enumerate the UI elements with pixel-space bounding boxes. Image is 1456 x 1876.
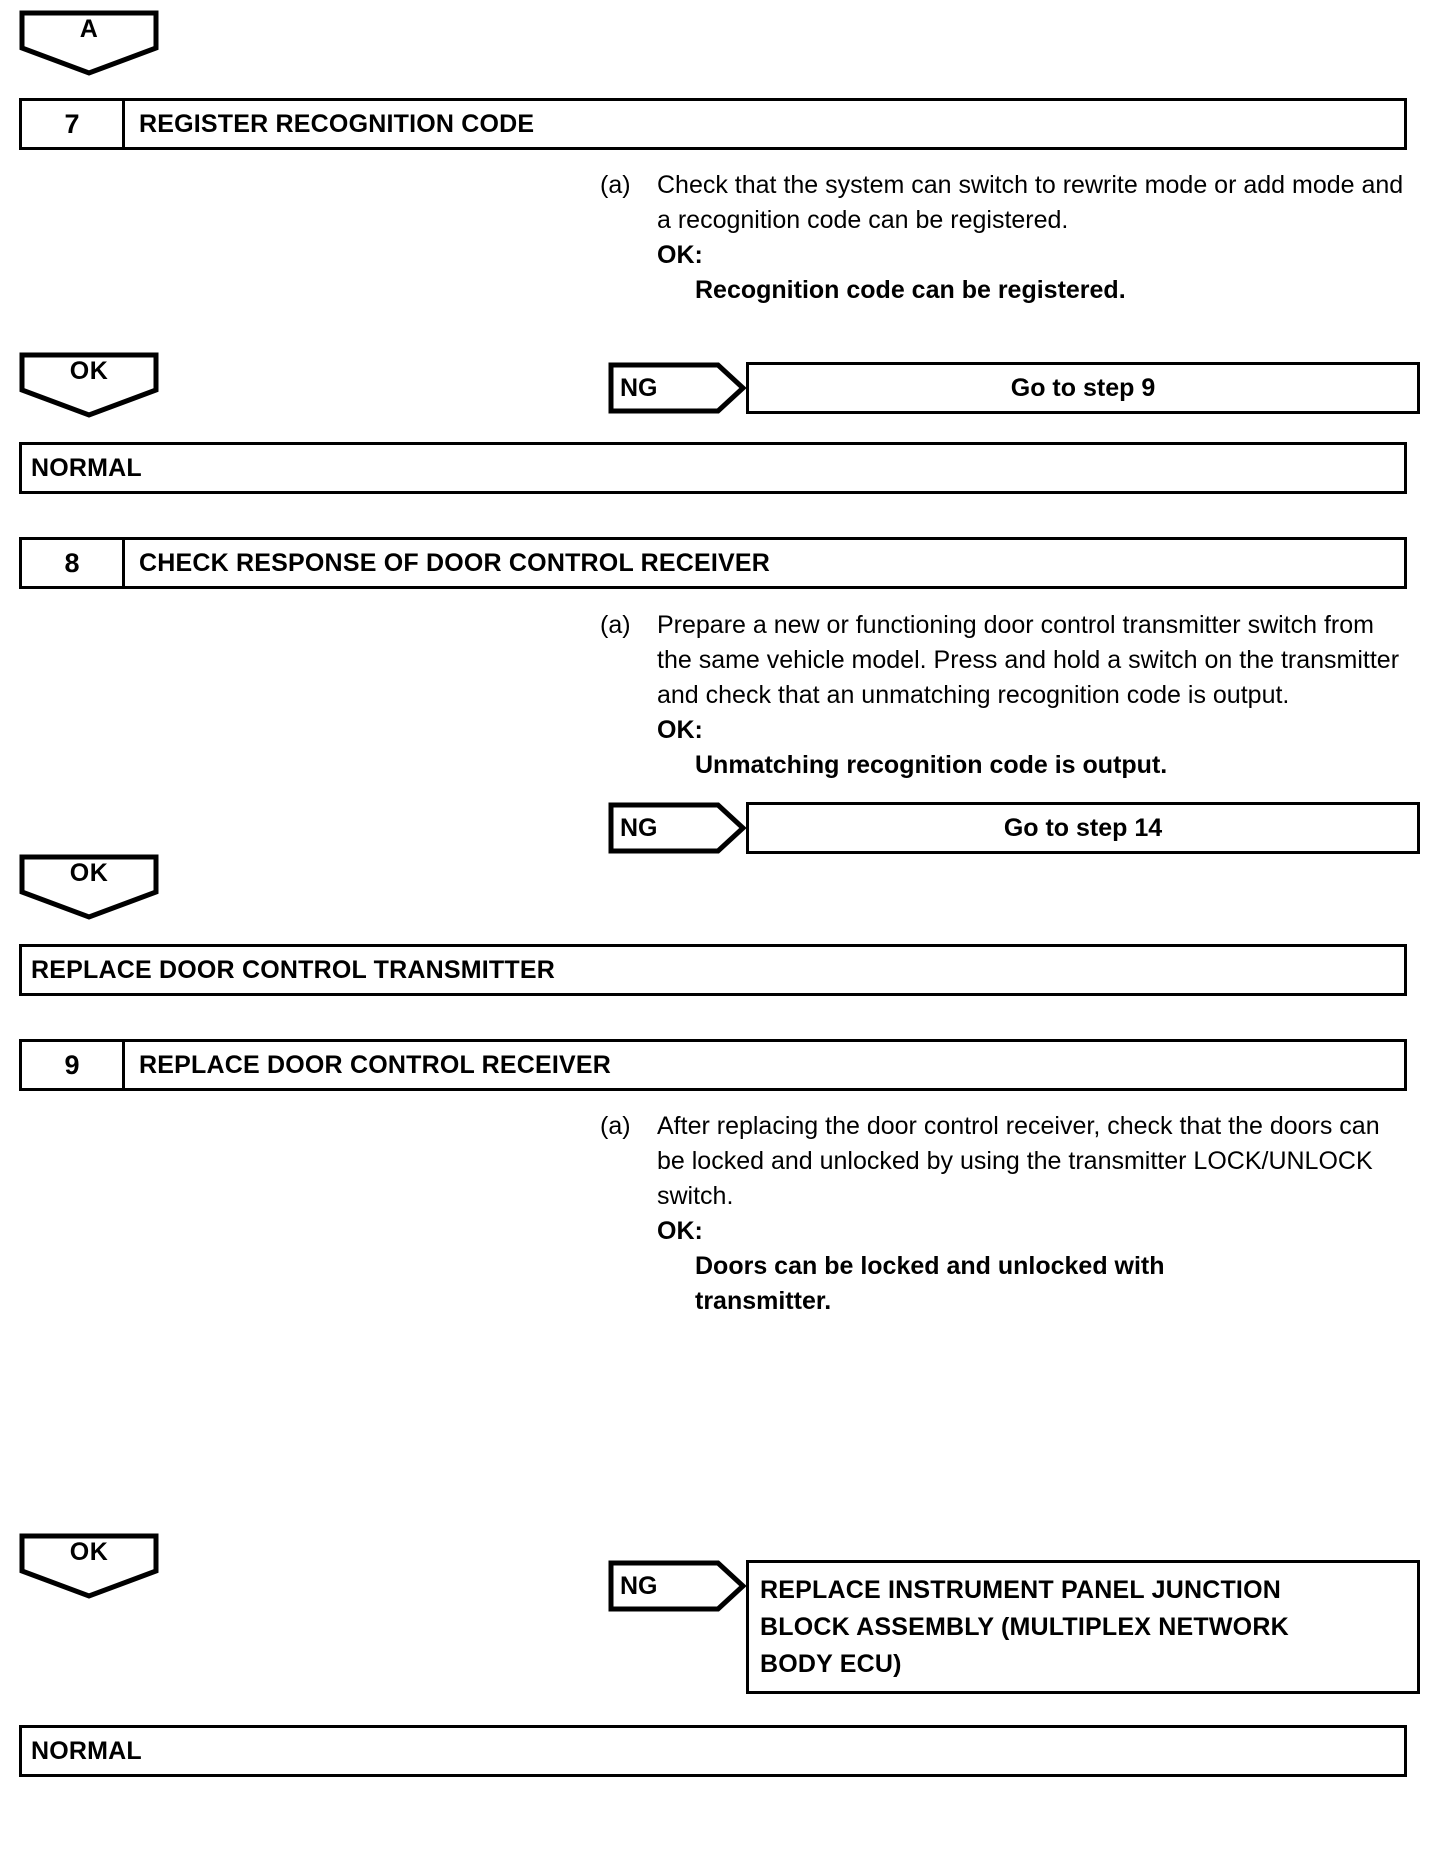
- result-bar-normal-9: NORMAL: [19, 1725, 1407, 1777]
- ng-label: NG: [620, 813, 658, 842]
- connector-label: OK: [69, 1538, 109, 1566]
- result-text: NORMAL: [31, 1736, 142, 1765]
- ng-arrow-shape: [608, 1560, 746, 1612]
- step-number: 8: [22, 540, 125, 586]
- ng-tag: NG: [608, 802, 746, 854]
- ng-target-box[interactable]: Go to step 9: [746, 362, 1420, 414]
- ng-branch-9: NG REPLACE INSTRUMENT PANEL JUNCTION BLO…: [608, 1560, 1420, 1694]
- step-body-9: (a) After replacing the door control rec…: [600, 1109, 1410, 1319]
- step-title: REGISTER RECOGNITION CODE: [139, 109, 535, 138]
- ng-target-text: Go to step 14: [1003, 813, 1163, 842]
- pentagon-down-shape: [19, 854, 159, 920]
- instruction-row: (a) After replacing the door control rec…: [600, 1109, 1410, 1214]
- step-title: REPLACE DOOR CONTROL RECEIVER: [139, 1050, 612, 1079]
- ng-target-line-2: BLOCK ASSEMBLY (MULTIPLEX NETWORK: [760, 1612, 1289, 1641]
- ok-criteria-line-1: Doors can be locked and unlocked with: [695, 1252, 1165, 1280]
- pentagon-down-shape: [19, 10, 159, 76]
- ng-target-text: Go to step 9: [1010, 373, 1156, 402]
- ok-criteria: Unmatching recognition code is output.: [695, 751, 1168, 779]
- step-number: 9: [22, 1042, 125, 1088]
- ok-label: OK:: [657, 716, 703, 744]
- step-header-8: 8 CHECK RESPONSE OF DOOR CONTROL RECEIVE…: [19, 537, 1407, 589]
- result-bar-replace-transmitter: REPLACE DOOR CONTROL TRANSMITTER: [19, 944, 1407, 996]
- instruction-marker: (a): [600, 611, 631, 639]
- ng-branch-8: NG Go to step 14: [608, 802, 1420, 854]
- pentagon-down-shape: [19, 352, 159, 418]
- step-title: CHECK RESPONSE OF DOOR CONTROL RECEIVER: [139, 548, 771, 577]
- ng-arrow-shape: [608, 362, 746, 414]
- step-body-8: (a) Prepare a new or functioning door co…: [600, 608, 1410, 783]
- ng-tag: NG: [608, 1560, 746, 1612]
- connector-ok-8: OK: [19, 854, 159, 920]
- instruction-marker: (a): [600, 171, 631, 199]
- ng-target-box[interactable]: Go to step 14: [746, 802, 1420, 854]
- instruction-text: Prepare a new or functioning door contro…: [657, 611, 1400, 709]
- ok-criteria-line-2: transmitter.: [695, 1287, 832, 1315]
- connector-ok-7: OK: [19, 352, 159, 418]
- ok-label: OK:: [657, 241, 703, 269]
- ng-arrow-shape: [608, 802, 746, 854]
- ng-tag: NG: [608, 362, 746, 414]
- ng-branch-7: NG Go to step 9: [608, 362, 1420, 414]
- ng-target-line-3: BODY ECU): [760, 1649, 902, 1678]
- step-header-9: 9 REPLACE DOOR CONTROL RECEIVER: [19, 1039, 1407, 1091]
- connector-label: A: [79, 15, 99, 43]
- ng-label: NG: [620, 373, 658, 402]
- ok-label: OK:: [657, 1217, 703, 1245]
- step-number: 7: [22, 101, 125, 147]
- connector-label: OK: [69, 357, 109, 385]
- ok-criteria: Recognition code can be registered.: [695, 276, 1126, 304]
- instruction-text: Check that the system can switch to rewr…: [657, 171, 1404, 234]
- ng-label: NG: [620, 1571, 658, 1600]
- result-text: NORMAL: [31, 453, 142, 482]
- ng-target-multiline: REPLACE INSTRUMENT PANEL JUNCTION BLOCK …: [760, 1572, 1289, 1683]
- ng-target-line-1: REPLACE INSTRUMENT PANEL JUNCTION: [760, 1575, 1281, 1604]
- result-text: REPLACE DOOR CONTROL TRANSMITTER: [31, 955, 555, 984]
- step-body-7: (a) Check that the system can switch to …: [600, 168, 1410, 308]
- connector-label: OK: [69, 859, 109, 887]
- step-header-7: 7 REGISTER RECOGNITION CODE: [19, 98, 1407, 150]
- instruction-marker: (a): [600, 1112, 631, 1140]
- instruction-text: After replacing the door control receive…: [657, 1112, 1380, 1210]
- connector-entry-a: A: [19, 10, 159, 76]
- connector-ok-9: OK: [19, 1533, 159, 1599]
- pentagon-down-shape: [19, 1533, 159, 1599]
- instruction-row: (a) Prepare a new or functioning door co…: [600, 608, 1410, 713]
- instruction-row: (a) Check that the system can switch to …: [600, 168, 1410, 238]
- ng-target-box[interactable]: REPLACE INSTRUMENT PANEL JUNCTION BLOCK …: [746, 1560, 1420, 1694]
- result-bar-normal-7: NORMAL: [19, 442, 1407, 494]
